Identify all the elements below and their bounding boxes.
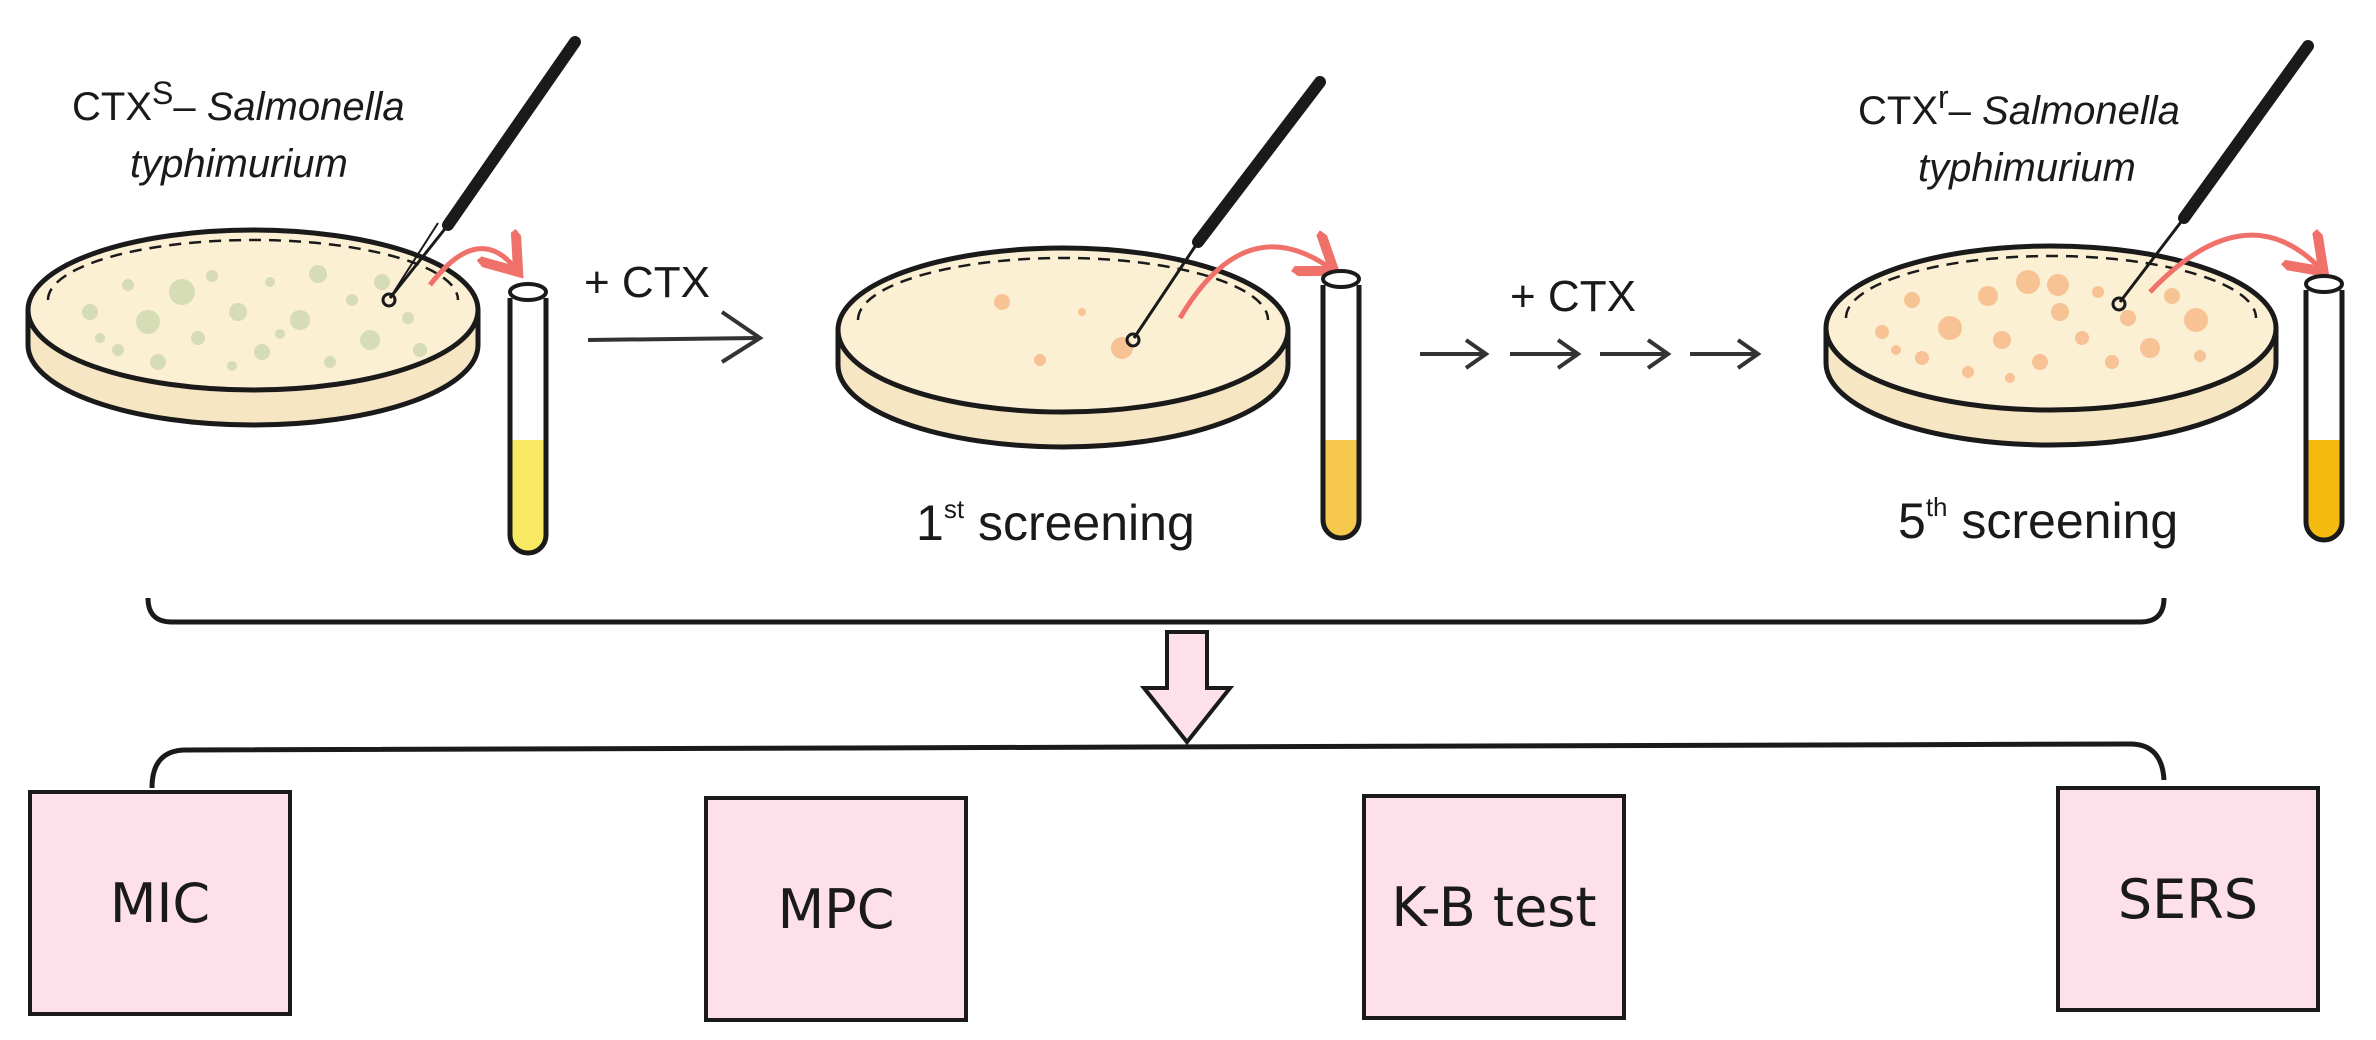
- strain-dash: –: [173, 85, 196, 129]
- label-first-screening: 1st screening: [916, 494, 1195, 552]
- arrow-to-first-screening: [587, 310, 764, 364]
- strain-superscript: r: [1938, 79, 1949, 115]
- transfer-arrow-2: [1177, 247, 1330, 320]
- lower-brace: [149, 741, 2167, 789]
- strain-genus: Salmonella: [1982, 89, 2180, 133]
- petri-dish-resistant: [1823, 243, 2279, 448]
- strain-dash: –: [1948, 89, 1971, 133]
- inoculating-loop-3: [2111, 40, 2314, 312]
- screening-word: screening: [1961, 493, 2179, 549]
- screening-number: 1: [916, 495, 944, 551]
- box-sers: SERS: [2056, 786, 2320, 1012]
- inoculating-loop-1: [381, 36, 581, 308]
- strain-prefix: CTX: [72, 85, 152, 129]
- transfer-arrow-1: [428, 249, 515, 287]
- label-fifth-screening: 5th screening: [1898, 492, 2178, 550]
- label-strain-resistant-species: typhimurium: [1918, 146, 2136, 190]
- petri-dish-sensitive: [25, 227, 481, 428]
- label-ctx-second: + CTX: [1510, 272, 1636, 321]
- upper-brace: [145, 597, 2167, 625]
- box-kb-test: K-B test: [1362, 794, 1626, 1020]
- test-tube-2: [1320, 269, 1362, 541]
- label-strain-resistant: CTXr– Salmonella: [1858, 81, 2180, 136]
- test-tube-1: [507, 282, 549, 556]
- test-tube-3: [2303, 274, 2345, 543]
- colonies-resistant: [1875, 270, 2208, 383]
- strain-superscript: S: [152, 75, 174, 111]
- box-mpc: MPC: [704, 796, 968, 1022]
- strain-genus: Salmonella: [206, 85, 405, 129]
- label-strain-sensitive-species: typhimurium: [130, 142, 348, 186]
- screening-number: 5: [1898, 493, 1926, 549]
- petri-dish-first-screening: [835, 245, 1291, 450]
- transfer-arrow-3: [2148, 235, 2320, 294]
- strain-prefix: CTX: [1858, 89, 1938, 133]
- colonies-sensitive: [82, 265, 427, 371]
- box-mic: MIC: [28, 790, 292, 1016]
- screening-word: screening: [977, 495, 1195, 551]
- serial-screening-arrows: [1420, 338, 1762, 370]
- screening-ordinal: st: [943, 494, 965, 524]
- down-arrow: [1139, 630, 1235, 746]
- label-strain-sensitive: CTXS– Salmonella: [72, 77, 405, 132]
- screening-ordinal: th: [1925, 492, 1948, 522]
- inoculating-loop-2: [1125, 76, 1326, 348]
- label-ctx-first: + CTX: [584, 258, 710, 307]
